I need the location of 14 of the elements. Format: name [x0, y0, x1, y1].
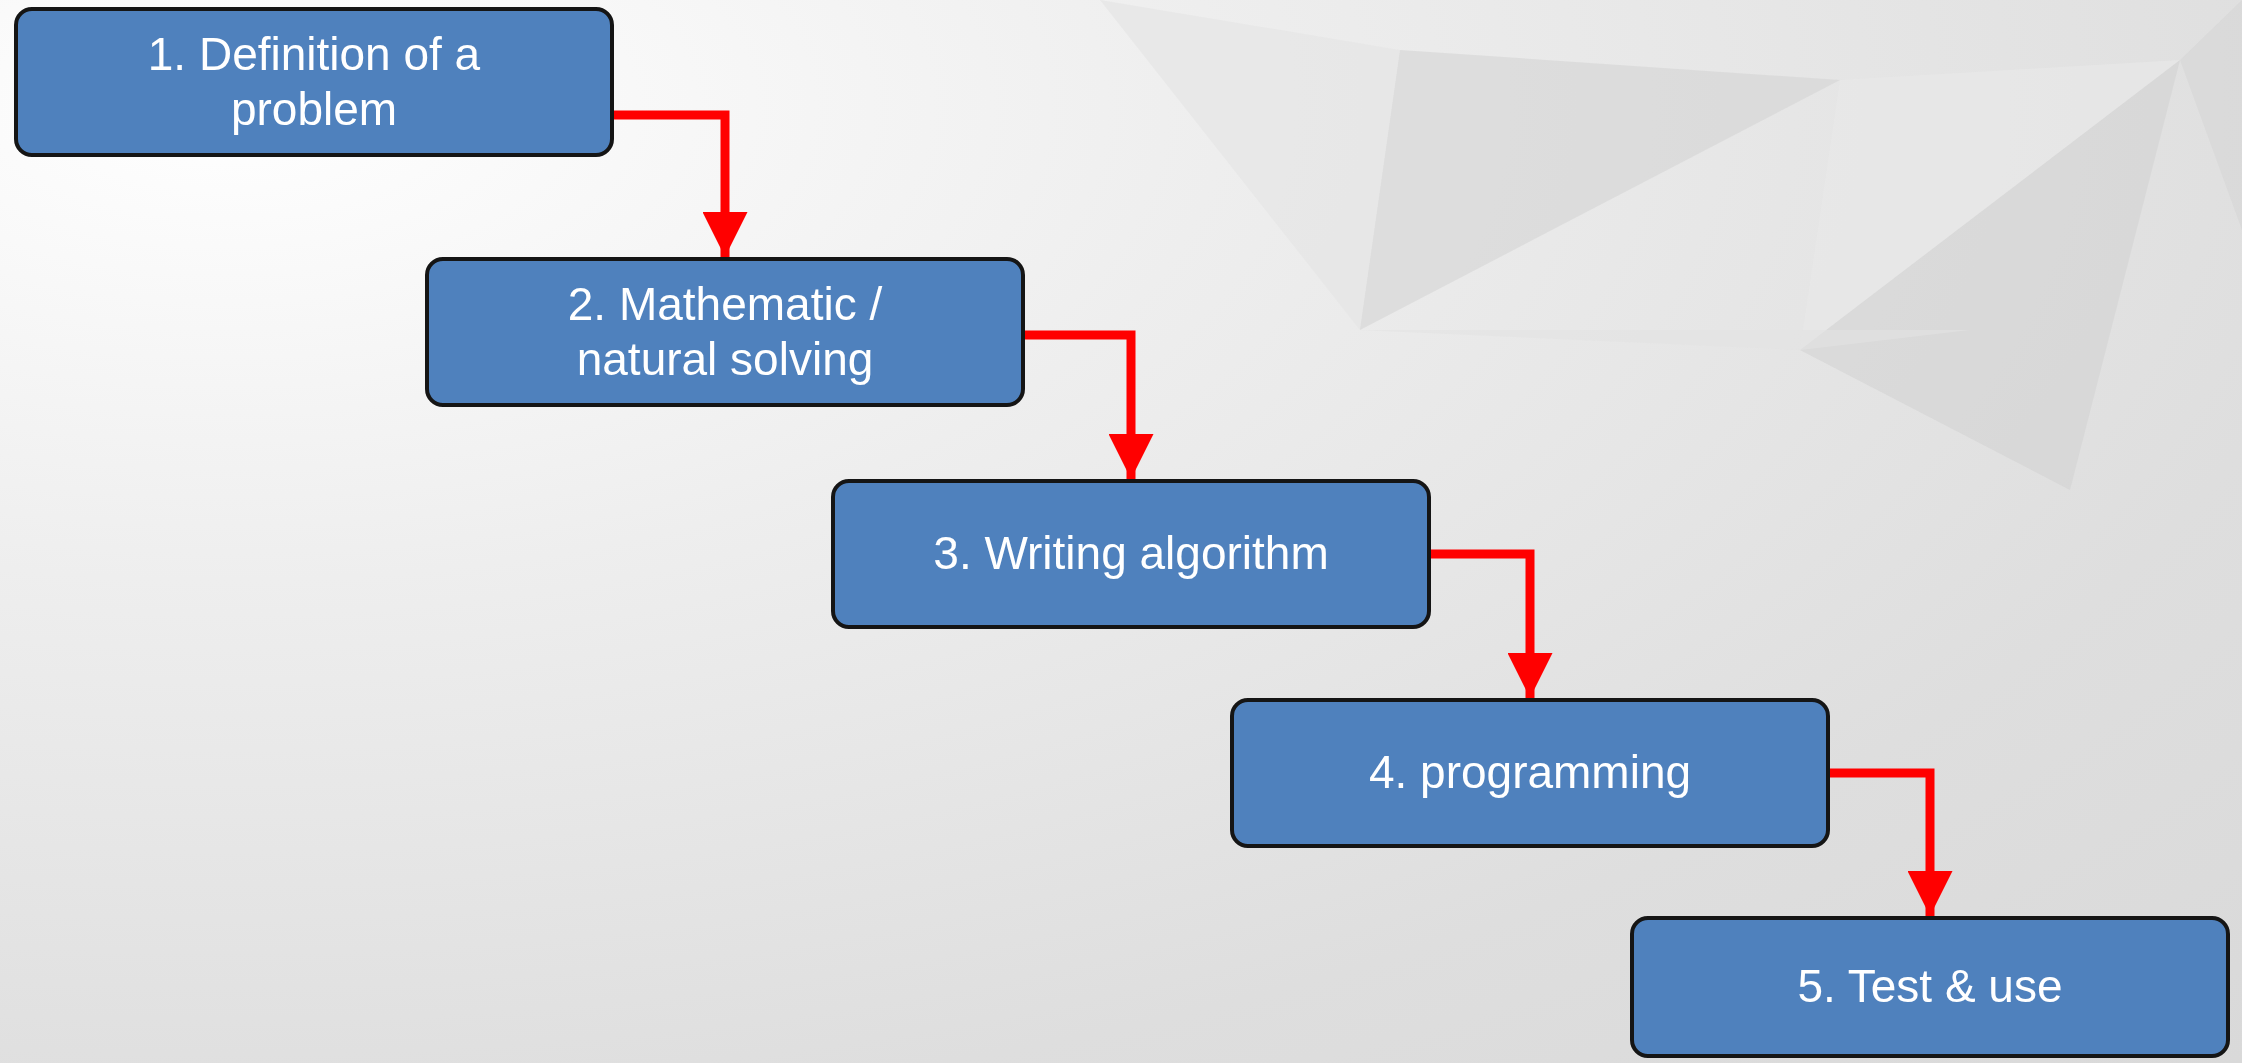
process-box: [14, 7, 614, 157]
process-box: [1230, 698, 1830, 848]
step-label: 5. Test & use: [1797, 959, 2063, 1015]
process-box: [425, 257, 1025, 407]
arrow: [614, 110, 748, 257]
arrow: [1025, 330, 1154, 479]
arrow: [1830, 768, 1953, 916]
step-label: 3. Writing algorithm: [933, 526, 1329, 582]
arrow: [1431, 549, 1553, 698]
step-label: 2. Mathematic / natural solving: [566, 276, 884, 387]
step-label: 1. Definition of a problem: [146, 26, 482, 137]
process-box: [1630, 916, 2230, 1058]
process-box: [831, 479, 1431, 629]
step-label: 4. programming: [1368, 745, 1692, 801]
